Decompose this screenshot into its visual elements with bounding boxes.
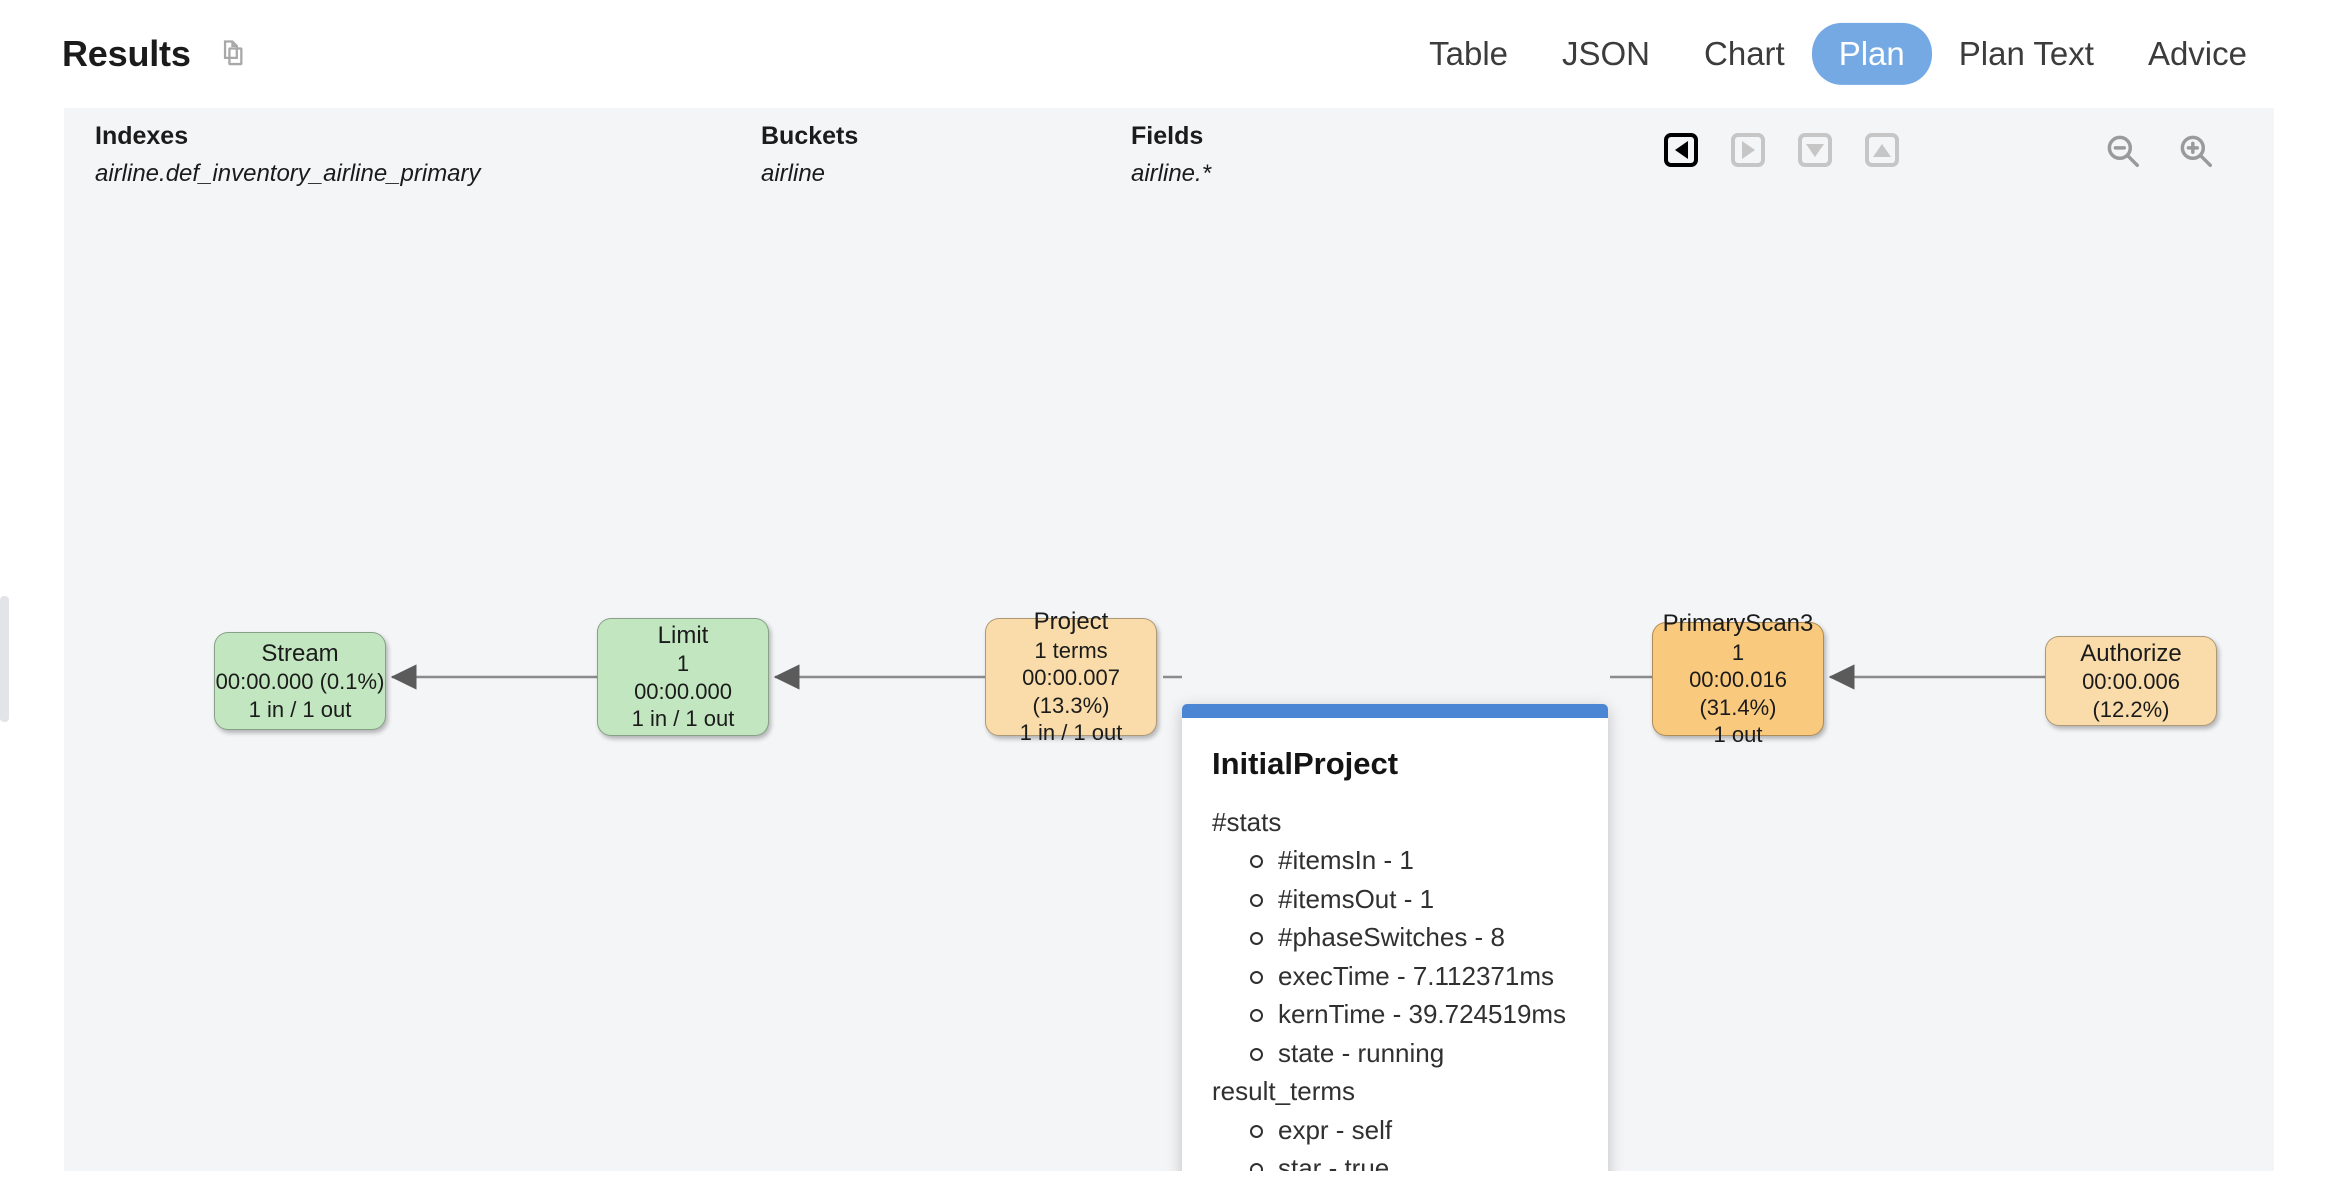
tooltip-body: InitialProject #stats #itemsIn - 1 #item… xyxy=(1182,718,1608,1171)
view-tabs: Table JSON Chart Plan Plan Text Advice xyxy=(1402,22,2274,86)
tooltip-list-item: #itemsIn - 1 xyxy=(1246,841,1578,879)
tooltip-list-item: kernTime - 39.724519ms xyxy=(1246,995,1578,1033)
tooltip-list-item: expr - self xyxy=(1246,1111,1578,1149)
tooltip-list-item: execTime - 7.112371ms xyxy=(1246,957,1578,995)
meta-buckets-value: airline xyxy=(761,160,826,187)
meta-buckets: Buckets airline xyxy=(761,122,858,188)
node-line: 1 in / 1 out xyxy=(248,696,352,722)
meta-buckets-label: Buckets xyxy=(761,122,859,150)
plan-meta-row: Indexes airline.def_inventory_airline_pr… xyxy=(64,108,2274,200)
copy-icon[interactable] xyxy=(213,37,247,71)
triangle-right-icon xyxy=(1741,141,1755,159)
node-title: Project xyxy=(1033,608,1109,636)
node-line: 1 terms xyxy=(1034,637,1108,663)
tooltip-section-label: result_terms xyxy=(1212,1076,1356,1107)
zoom-toolbar xyxy=(2104,132,2215,170)
tooltip-title: InitialProject xyxy=(1212,746,1399,781)
plan-node-project[interactable]: Project 1 terms 00:00.007 (13.3%) 1 in /… xyxy=(985,608,1157,745)
meta-indexes-label: Indexes xyxy=(95,122,189,150)
tooltip-accent-bar xyxy=(1182,704,1608,718)
tooltip-section-label: #stats xyxy=(1212,807,1282,837)
meta-indexes: Indexes airline.def_inventory_airline_pr… xyxy=(95,122,481,188)
pan-left-button[interactable] xyxy=(1664,133,1698,167)
triangle-left-icon xyxy=(1674,141,1688,159)
triangle-up-icon xyxy=(1873,143,1891,157)
node-line: 1 out xyxy=(1713,722,1763,748)
meta-fields-value: airline.* xyxy=(1131,160,1212,187)
plan-node-authorize[interactable]: Authorize 00:00.006 (12.2%) xyxy=(2045,636,2217,726)
meta-fields-label: Fields xyxy=(1131,122,1204,150)
node-line: 1 in / 1 out xyxy=(631,706,735,732)
tab-plan[interactable]: Plan xyxy=(1811,22,1932,86)
pan-toolbar xyxy=(1664,133,1899,167)
node-title: Stream xyxy=(261,639,339,667)
node-line: 00:00.007 (13.3%) xyxy=(1022,665,1120,718)
node-line: 00:00.016 (31.4%) xyxy=(1689,667,1787,720)
pan-down-button[interactable] xyxy=(1798,133,1832,167)
tooltip-stats-list: #itemsIn - 1 #itemsOut - 1 #phaseSwitche… xyxy=(1246,841,1578,1072)
node-title: Authorize xyxy=(2080,639,2182,667)
plan-node-stream[interactable]: Stream 00:00.000 (0.1%) 1 in / 1 out xyxy=(214,632,386,730)
triangle-down-icon xyxy=(1806,143,1824,157)
node-title: PrimaryScan3 xyxy=(1662,610,1814,638)
tab-plan-text[interactable]: Plan Text xyxy=(1958,34,2094,72)
tooltip-list-item: state - running xyxy=(1246,1034,1578,1072)
node-line: 00:00.000 xyxy=(634,678,732,704)
tooltip-list-item: #phaseSwitches - 8 xyxy=(1246,918,1578,956)
zoom-out-button[interactable] xyxy=(2104,132,2142,170)
plan-node-primaryscan3[interactable]: PrimaryScan3 1 00:00.016 (31.4%) 1 out xyxy=(1652,610,1824,747)
meta-indexes-value: airline.def_inventory_airline_primary xyxy=(95,160,481,187)
tab-chart[interactable]: Chart xyxy=(1704,34,1785,72)
pan-up-button[interactable] xyxy=(1865,133,1899,167)
plan-node-limit[interactable]: Limit 1 00:00.000 1 in / 1 out xyxy=(597,618,769,736)
node-line: 1 xyxy=(676,651,690,677)
tooltip-result-terms-list: expr - self star - true xyxy=(1246,1111,1578,1171)
vertical-scrollbar[interactable] xyxy=(0,596,9,722)
meta-fields: Fields airline.* xyxy=(1131,122,1211,188)
zoom-in-button[interactable] xyxy=(2177,132,2215,170)
results-title-group: Results xyxy=(62,33,247,75)
node-title: Limit xyxy=(657,622,709,650)
node-detail-tooltip[interactable]: InitialProject #stats #itemsIn - 1 #item… xyxy=(1182,704,1608,1171)
node-line: 1 in / 1 out xyxy=(1019,720,1123,746)
node-line: 00:00.000 (0.1%) xyxy=(215,669,385,695)
results-header: Results Table JSON Chart Plan Plan Text … xyxy=(0,0,2330,108)
tooltip-list-item: star - true xyxy=(1246,1149,1578,1171)
tab-advice[interactable]: Advice xyxy=(2147,34,2247,72)
node-line: 1 xyxy=(1731,639,1745,665)
tab-json[interactable]: JSON xyxy=(1562,34,1651,72)
node-line: 00:00.006 (12.2%) xyxy=(2082,669,2180,722)
page-title: Results xyxy=(62,33,191,74)
tooltip-list-item: #itemsOut - 1 xyxy=(1246,880,1578,918)
pan-right-button[interactable] xyxy=(1731,133,1765,167)
plan-canvas[interactable]: Indexes airline.def_inventory_airline_pr… xyxy=(64,108,2274,1171)
plan-edges xyxy=(390,664,2045,690)
tab-table[interactable]: Table xyxy=(1429,34,1508,72)
